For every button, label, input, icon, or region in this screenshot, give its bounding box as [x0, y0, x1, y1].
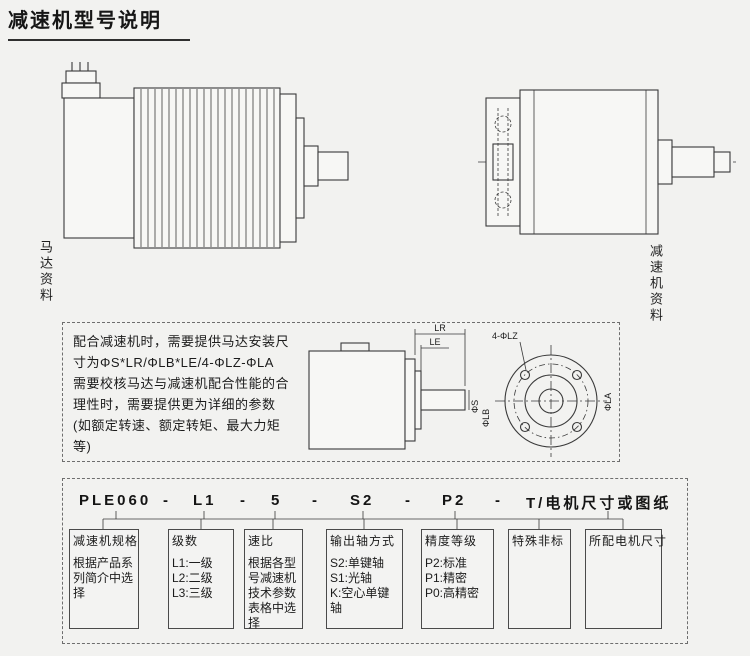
- note-line: 等): [73, 439, 92, 454]
- column-line: L2:二级: [172, 571, 213, 585]
- column-stages: 级数 L1:一级 L2:二级 L3:三级: [168, 529, 234, 629]
- column-line: 表格中选: [248, 601, 297, 615]
- column-title: 减速机规格: [73, 534, 139, 548]
- model-part-precision: P2: [442, 492, 467, 509]
- dim-lb-label: ΦLB: [481, 409, 491, 427]
- gearbox-side-drawing: [478, 89, 736, 235]
- mounting-note-box: 配合减速机时，需要提供马达安装尺 寸为ΦS*LR/ΦLB*LE/4-ΦLZ-ΦL…: [62, 322, 620, 462]
- column-ratio: 速比 根据各型 号减速机 技术参数 表格中选 择: [244, 529, 303, 630]
- note-line: 配合减速机时，需要提供马达安装尺: [73, 334, 290, 349]
- dim-s-label: ΦS: [470, 400, 480, 413]
- column-title: 特殊非标: [512, 534, 565, 548]
- column-line: 根据产品系: [73, 556, 134, 570]
- dim-le-label: LE: [429, 337, 440, 347]
- column-motor-size: 所配电机尺寸: [585, 529, 668, 629]
- model-separator: -: [405, 492, 413, 509]
- model-part-motor-size: T/电机尺寸或图纸: [526, 495, 672, 512]
- note-line: 寸为ΦS*LR/ΦLB*LE/4-ΦLZ-ΦLA: [73, 355, 274, 370]
- dim-la-label: ΦLA: [603, 393, 613, 411]
- motor-data-label: 马达资料: [38, 240, 53, 304]
- column-gearbox-spec: 减速机规格 根据产品系 列简介中选 择: [69, 529, 139, 629]
- column-line: S1:光轴: [330, 571, 373, 585]
- dim-lz-label: 4-ΦLZ: [492, 331, 518, 341]
- column-line: P2:标准: [425, 556, 468, 570]
- column-line: 技术参数: [248, 586, 297, 600]
- column-line: 号减速机: [248, 571, 297, 585]
- gearbox-data-label: 减速机资料: [648, 244, 663, 324]
- note-line: (如额定转速、额定转矩、最大力矩: [73, 418, 281, 433]
- column-line: P0:高精密: [425, 586, 480, 600]
- model-part-shaft: S2: [350, 492, 375, 509]
- model-separator: -: [163, 492, 171, 509]
- model-part-series: PLE060: [79, 492, 152, 509]
- column-title: 所配电机尺寸: [589, 534, 668, 548]
- column-line: 列简介中选: [73, 571, 134, 585]
- model-separator: -: [312, 492, 320, 509]
- model-part-stages: L1: [193, 492, 217, 509]
- note-line: 理性时，需要提供更为详细的参数: [73, 397, 276, 412]
- note-line: 需要校核马达与减速机配合性能的合: [73, 376, 290, 391]
- column-output-shaft: 输出轴方式 S2:单键轴 S1:光轴 K:空心单键 轴: [326, 529, 403, 629]
- column-line: L1:一级: [172, 556, 213, 570]
- column-line: S2:单键轴: [330, 556, 385, 570]
- column-line: 根据各型: [248, 556, 297, 570]
- page-title: 减速机型号说明: [8, 2, 190, 41]
- motor-side-drawing: [61, 62, 349, 249]
- column-line: L3:三级: [172, 586, 213, 600]
- model-separator: -: [240, 492, 248, 509]
- column-precision: 精度等级 P2:标准 P1:精密 P0:高精密: [421, 529, 494, 629]
- model-separator: -: [495, 492, 503, 509]
- column-title: 输出轴方式: [330, 534, 396, 548]
- column-line: 轴: [330, 601, 343, 615]
- column-title: 级数: [172, 534, 199, 548]
- column-title: 精度等级: [425, 534, 478, 548]
- connector-lines: [102, 511, 624, 529]
- column-line: 择: [73, 586, 86, 600]
- model-part-ratio: 5: [271, 492, 283, 509]
- mounting-dimension-drawing: LR LE ΦS ΦLB 4-ΦLZ ΦLA: [308, 323, 613, 457]
- model-code-box: PLE060 - L1 - 5 - S2 - P2 - T/电机尺寸或图纸 减速…: [62, 478, 688, 644]
- column-special: 特殊非标: [508, 529, 571, 629]
- column-title: 速比: [248, 534, 275, 548]
- dim-lr-label: LR: [434, 323, 446, 333]
- column-line: P1:精密: [425, 571, 468, 585]
- column-line: 择: [248, 616, 261, 630]
- column-line: K:空心单键: [330, 586, 390, 600]
